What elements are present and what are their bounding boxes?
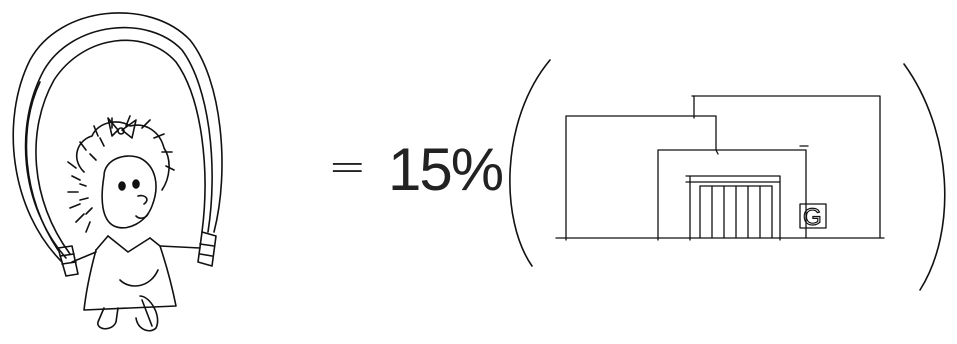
dress — [83, 245, 177, 311]
right-eye — [132, 179, 140, 189]
left-arm — [71, 251, 97, 263]
left-handle — [57, 245, 79, 277]
left-block — [565, 115, 717, 241]
right-handle — [197, 231, 217, 267]
collar — [107, 235, 151, 253]
rope-inner — [35, 39, 206, 255]
equals-sign: = — [328, 139, 367, 193]
right-arm — [159, 245, 201, 249]
building-sketch-icon — [555, 95, 885, 241]
right-leg — [135, 295, 159, 332]
columns — [699, 185, 773, 239]
girl-jumping-rope-icon — [12, 12, 223, 332]
front-block — [657, 149, 807, 241]
right-parenthesis — [903, 63, 946, 291]
percent-value: 15% — [388, 136, 503, 203]
nose — [137, 194, 148, 205]
entrance — [685, 175, 781, 241]
left-parenthesis — [509, 59, 551, 267]
hair — [75, 121, 170, 191]
rope-inner2 — [25, 81, 59, 251]
mouth — [135, 213, 149, 219]
left-leg — [97, 307, 119, 330]
bow — [107, 117, 137, 139]
rope-middle — [24, 26, 213, 259]
face — [101, 155, 157, 229]
logo-letter: G — [803, 204, 822, 231]
sign-box — [799, 203, 827, 229]
left-eye — [118, 181, 126, 191]
rope-outer — [12, 12, 223, 263]
